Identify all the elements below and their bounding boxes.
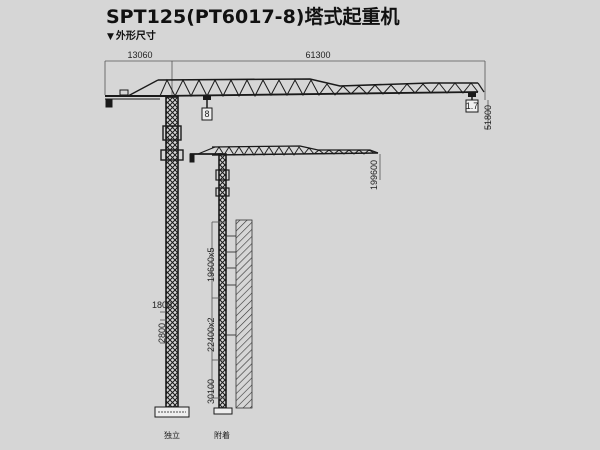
attach-interval-lower-label: 22400x2 [206, 317, 216, 352]
section-label: 外形尺寸 [115, 31, 156, 42]
attached-dimension-lines [211, 221, 226, 399]
counter-jib [105, 79, 172, 108]
bottom-height-label: 30100 [206, 379, 216, 404]
page-title: SPT125(PT6017-8)塔式起重机 [106, 6, 400, 28]
attached-crane: 199600 19600x5 22400x2 30100 附 [189, 145, 381, 440]
main-mast [154, 96, 190, 418]
triangle-marker-icon: ▼ [107, 32, 114, 42]
tie-in-bars [226, 235, 236, 336]
mast-dimension-lines [160, 311, 166, 344]
mast-section-label: 1800 [152, 300, 172, 310]
main-crane: 13060 61300 51800 8 [104, 50, 493, 440]
attach-interval-upper-label: 19600x5 [206, 247, 216, 282]
free-height-label: 2800 [157, 323, 167, 343]
attached-counter-jib [189, 146, 222, 163]
jib-length-label: 61300 [305, 50, 330, 60]
attached-tip-height-label: 199600 [369, 160, 379, 190]
trolley-load-near: 8 [201, 96, 213, 121]
tip-height-label: 51800 [483, 105, 493, 130]
section-heading: ▼外形尺寸 [107, 27, 156, 42]
load-tip-value: 1.7 [466, 101, 479, 111]
attached-mast [213, 153, 233, 415]
attached-base-label: 附着 [214, 430, 230, 440]
attached-jib-truss [211, 145, 379, 156]
main-base-label: 独立 [164, 430, 180, 440]
counter-jib-length-label: 13060 [127, 50, 152, 60]
trolley-load-tip: 1.7 [465, 92, 479, 113]
building-wall [235, 219, 253, 409]
load-near-value: 8 [204, 109, 209, 119]
jib-truss [157, 78, 485, 98]
